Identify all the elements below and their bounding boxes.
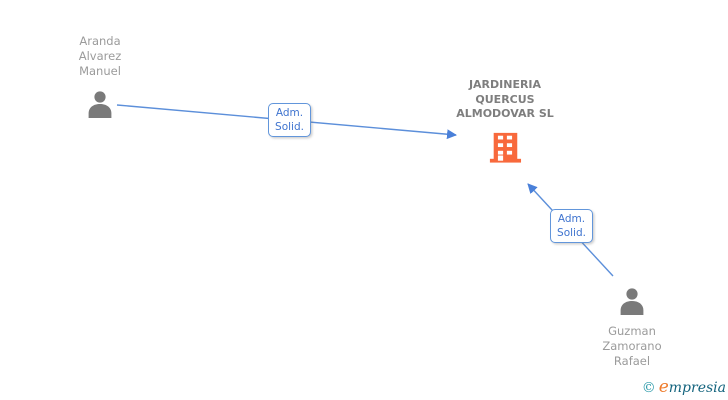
node-person-guzman-zamorano-rafael[interactable]: Guzman Zamorano Rafael xyxy=(572,287,692,369)
copyright-icon: © xyxy=(641,380,656,396)
person-icon xyxy=(620,288,644,315)
edge-label-adm-solid-1: Adm. Solid. xyxy=(268,103,311,137)
building-icon xyxy=(489,132,522,163)
brand-initial: e xyxy=(658,377,669,397)
person-name-label: Aranda Alvarez Manuel xyxy=(78,34,122,78)
brand-name-rest: mpresia xyxy=(668,380,726,396)
person-icon xyxy=(88,91,112,118)
node-company-jardineria-quercus-almodovar-sl[interactable]: JARDINERIA QUERCUS ALMODOVAR SL xyxy=(445,78,565,164)
node-person-aranda-alvarez-manuel[interactable]: Aranda Alvarez Manuel xyxy=(40,34,160,118)
person-name-label: Guzman Zamorano Rafael xyxy=(602,324,662,368)
edge-label-adm-solid-2: Adm. Solid. xyxy=(550,209,593,243)
company-name-label: JARDINERIA QUERCUS ALMODOVAR SL xyxy=(456,78,554,120)
empresia-logo[interactable]: ©empresia xyxy=(642,377,726,397)
